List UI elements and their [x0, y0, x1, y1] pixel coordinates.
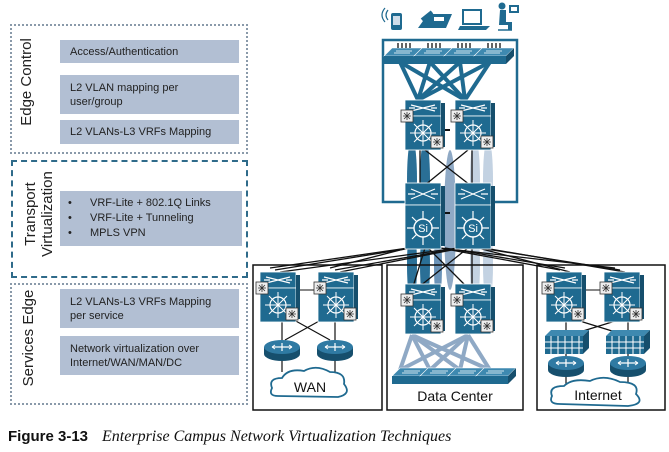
transport-technique-item: •MPLS VPN: [68, 227, 146, 239]
core-switch-label: Si: [468, 223, 478, 235]
access-switch: [473, 43, 515, 65]
core-switch: Si: [454, 182, 496, 250]
endpoint-laptop-icon: [458, 9, 490, 30]
edge-item-l2-vlan-mapping: L2 VLAN mapping per user/group: [60, 75, 239, 114]
edge-item-access-auth: Access/Authentication: [60, 40, 239, 63]
router-icon: [547, 355, 585, 378]
figure-title: Enterprise Campus Network Virtualization…: [102, 428, 452, 445]
access-switch: [413, 43, 455, 65]
access-uplinks: [398, 60, 492, 102]
data-center-block-border: [386, 264, 524, 411]
edge-item-text: L2 VLANs-L3 VRFs Mapping: [70, 126, 212, 138]
endpoint-ip-phone-icon: [418, 10, 452, 28]
services-item-text: L2 VLANs-L3 VRFs Mapping per service: [70, 295, 212, 322]
router-icon: [316, 339, 354, 362]
internet-block: Internet: [536, 264, 666, 411]
services-item-text: Network virtualization over Internet/WAN…: [70, 342, 199, 369]
wan-block-border: [252, 264, 383, 411]
technique-text: VRF-Lite + Tunneling: [90, 212, 194, 224]
figure-caption: Figure 3-13 Enterprise Campus Network Vir…: [8, 428, 451, 446]
services-item-network-virtualization: Network virtualization over Internet/WAN…: [60, 336, 239, 375]
edge-item-text: L2 VLAN mapping per user/group: [70, 81, 179, 108]
core-switch-label: Si: [418, 223, 428, 235]
edge-control-section: [10, 24, 248, 154]
technique-text: VRF-Lite + 802.1Q Links: [90, 197, 211, 209]
transport-technique-item: •VRF-Lite + 802.1Q Links: [68, 197, 211, 209]
transport-techniques-box: •VRF-Lite + 802.1Q Links •VRF-Lite + Tun…: [60, 191, 242, 246]
wan-label: WAN: [294, 379, 326, 395]
data-center-label: Data Center: [417, 388, 493, 404]
transport-techniques-list: •VRF-Lite + 802.1Q Links •VRF-Lite + Tun…: [68, 196, 232, 241]
distribution-switch: [450, 99, 496, 151]
endpoint-user-at-desk-icon: [498, 2, 519, 31]
dist-core-links: [419, 129, 473, 214]
firewall-icon: [605, 329, 651, 355]
endpoint-smartphone-icon: [381, 7, 402, 30]
access-switch: [475, 367, 517, 385]
distribution-switch: [400, 99, 446, 151]
transport-technique-item: •VRF-Lite + Tunneling: [68, 212, 194, 224]
access-switch: [383, 43, 425, 65]
firewall-icon: [544, 329, 590, 355]
figure-number: Figure 3-13: [8, 428, 89, 445]
services-edge-section: [10, 283, 248, 405]
edge-item-text: Access/Authentication: [70, 45, 179, 58]
internet-block-border: [536, 264, 666, 411]
transport-virtualization-section: [11, 160, 248, 278]
access-switch: [443, 43, 485, 65]
technique-text: MPLS VPN: [90, 227, 146, 239]
core-switch: Si: [404, 182, 446, 250]
router-icon: [609, 355, 647, 378]
router-icon: [263, 339, 301, 362]
wan-cloud-icon: [269, 366, 348, 398]
edge-item-vlan-vrf-mapping: L2 VLANs-L3 VRFs Mapping: [60, 120, 239, 144]
services-item-vlan-vrf-per-service: L2 VLANs-L3 VRFs Mapping per service: [60, 289, 239, 328]
data-center-block: Data Center: [386, 264, 524, 411]
internet-cloud-icon: [550, 376, 641, 407]
internet-label: Internet: [574, 387, 622, 403]
wan-block: WAN: [252, 264, 383, 411]
